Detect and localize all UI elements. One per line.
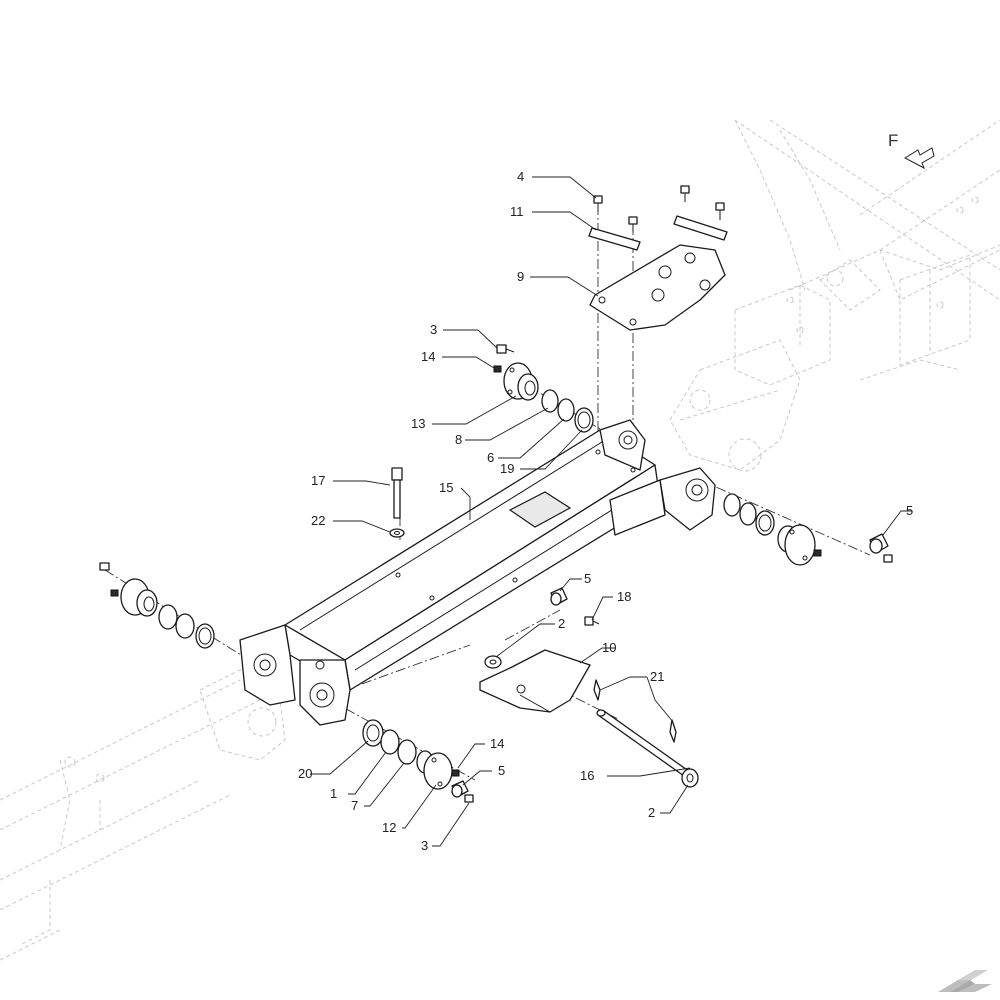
callout-20: 20 [298, 766, 312, 781]
callout-labels: 4 11 9 3 14 13 8 6 19 17 15 22 5 5 18 2 … [298, 169, 913, 853]
callout-19: 19 [500, 461, 514, 476]
part-22-washer [389, 528, 405, 538]
callout-14: 14 [490, 736, 504, 751]
callout-16: 16 [580, 768, 594, 783]
part-14-grease-nipple-upper [493, 365, 502, 373]
callout-3: 3 [430, 322, 437, 337]
callout-3: 3 [421, 838, 428, 853]
callout-13: 13 [411, 416, 425, 431]
leader-lines [310, 176, 912, 847]
callout-22: 22 [311, 513, 325, 528]
part-1-ring [380, 729, 400, 755]
part-13-flange-bushing [503, 362, 539, 401]
part-8-ring [541, 389, 559, 413]
part-3-bolt-lower [464, 794, 474, 803]
callout-14: 14 [421, 349, 435, 364]
part-11-clamp-strips [588, 215, 728, 251]
ghost-frame-top-right [669, 119, 1000, 472]
part-6-ring [557, 398, 575, 422]
part-18-bolt [584, 616, 600, 626]
callout-21: 21 [650, 669, 664, 684]
part-4-bolts [593, 185, 725, 232]
callout-7: 7 [351, 798, 358, 813]
callout-6: 6 [487, 450, 494, 465]
part-right-rings [723, 493, 775, 536]
part-2-washer-mid [484, 655, 502, 669]
direction-letter: F [888, 131, 898, 150]
callout-18: 18 [617, 589, 631, 604]
callout-11: 11 [510, 204, 524, 219]
part-9-cover-plate [589, 244, 726, 331]
callout-8: 8 [455, 432, 462, 447]
part-3-bolt-upper [496, 344, 515, 354]
part-left-rings [158, 604, 215, 649]
brand-logo-k-icon [938, 970, 992, 992]
callout-5: 5 [584, 571, 591, 586]
part-2-washer-lower [681, 768, 699, 788]
part-17-long-bolt [391, 467, 403, 519]
callout-9: 9 [517, 269, 524, 284]
callout-15: 15 [439, 480, 453, 495]
part-5-sleeve-lower [451, 780, 469, 798]
callout-2: 2 [648, 805, 655, 820]
callout-10: 10 [602, 640, 616, 655]
callout-12: 12 [382, 820, 396, 835]
bolt-icon [715, 202, 725, 220]
ghost-frame-bottom-left [0, 669, 286, 961]
part-14-grease-nipple-lower [451, 769, 460, 777]
direction-marker: F [888, 131, 935, 170]
part-19-ring [574, 407, 594, 433]
callout-4: 4 [517, 169, 524, 184]
part-5-sleeve-right [869, 533, 893, 563]
bolt-icon [593, 195, 603, 212]
part-right-flange-bushing [777, 524, 822, 566]
part-left-bolts [99, 562, 119, 597]
bolt-icon [680, 185, 690, 202]
callout-17: 17 [311, 473, 325, 488]
callout-2: 2 [558, 616, 565, 631]
part-12-flange-bushing [416, 750, 453, 790]
callout-5: 5 [906, 503, 913, 518]
direction-arrow-icon [903, 147, 935, 170]
callout-1: 1 [330, 786, 337, 801]
part-21-split-pins [593, 679, 677, 743]
part-7-ring [397, 739, 417, 765]
part-20-ring [362, 719, 384, 747]
part-10-guard-plate [479, 649, 591, 713]
part-15-main-beam [239, 419, 716, 726]
part-left-flange-bushing [120, 578, 158, 617]
callout-5: 5 [498, 763, 505, 778]
part-16-pin [596, 709, 691, 777]
part-5-sleeve-mid [550, 587, 568, 606]
bolt-icon [628, 216, 638, 232]
